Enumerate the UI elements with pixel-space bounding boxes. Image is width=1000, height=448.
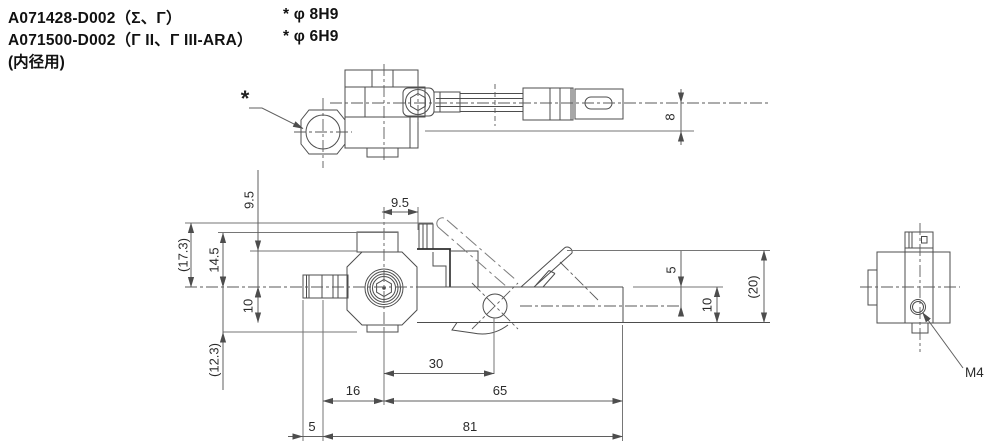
thread-callout-label: M4 [965,365,984,380]
bore-note-2: * φ 6H9 [283,28,339,45]
dim-bar-width-8: 8 [662,89,685,145]
usage-note: (内径用) [8,54,65,71]
dim-label-right-step: 5 [663,266,678,273]
dim-label-left-tip: 9.5 [241,191,256,209]
title-block: A071428-D002（Σ、Γ） * φ 8H9 A071500-D002（Γ… [8,6,428,72]
dim-label-offset-top: 9.5 [391,195,409,210]
side-view-centerlines [860,223,960,352]
dim-left-lower-12-3: (12.3) [206,276,227,390]
dim-label-16: 16 [346,383,360,398]
dim-label-left-below: 10 [240,299,255,313]
dim-left-below-10: 10 [240,286,262,323]
bore-note-1: * φ 8H9 [283,6,339,23]
dim-roller-30: 30 [383,356,495,377]
side-view: M4 [860,223,984,380]
front-view: 9.5 (17.3) 14.5 9.5 10 [175,170,770,441]
star-marker-label: * [241,86,250,111]
dim-label-left-upper: 14.5 [206,247,221,272]
dim-label-81: 81 [463,419,477,434]
dim-base-65: 65 [383,383,623,405]
dim-left-upper-14-5: 14.5 [206,232,227,288]
dim-label-left-lower: (12.3) [206,343,221,377]
dim-label-bar-width: 8 [662,113,677,120]
product-line-1: A071428-D002（Σ、Γ） * φ 8H9 [8,6,428,28]
front-view-centerlines [185,207,682,330]
dim-offset-top-9-5: 9.5 [381,195,419,216]
product-line-2: A071500-D002（Γ II、Γ III-ARA） * φ 6H9 [8,28,428,50]
extension-lines [185,207,770,441]
top-view-geometry [300,69,694,158]
product-code-1: A071428-D002（Σ、Γ） [8,10,182,27]
side-view-geometry [867,231,951,334]
thread-callout: M4 [922,312,984,380]
handle-alternate-position [436,217,599,301]
star-leader-line [249,107,304,129]
dim-base-81: 81 [322,419,623,440]
dim-label-right-overall: (20) [745,275,760,298]
dim-right-overall-20: (20) [745,250,768,323]
dim-left-overall-17-3: (17.3) [175,222,195,288]
dim-label-roller: 30 [429,356,443,371]
product-code-2: A071500-D002（Γ II、Γ III-ARA） [8,32,253,49]
dim-base-5: 5 [288,419,323,440]
star-callout: * [241,86,304,129]
dim-label-5: 5 [308,419,315,434]
dim-base-16: 16 [322,383,385,405]
top-view-centerlines [294,64,768,168]
dim-label-left-overall: (17.3) [175,238,190,272]
dim-label-65: 65 [493,383,507,398]
dim-right-bar-10: 10 [699,286,721,323]
dim-label-right-bar: 10 [699,298,714,312]
top-view: * 8 [241,64,768,168]
dim-right-step-5: 5 [663,251,685,317]
front-view-geometry [302,223,770,335]
